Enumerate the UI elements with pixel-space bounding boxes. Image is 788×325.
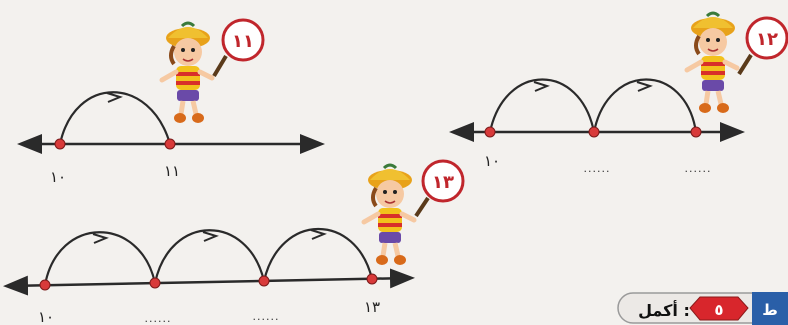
exercise-header: أكمل : ٥ ط: [618, 292, 788, 325]
blank-answer: ......: [685, 162, 712, 175]
sign-number: ١١: [232, 31, 254, 52]
number-point: [691, 127, 701, 137]
number-point: [259, 276, 269, 286]
start-label: ١٠: [38, 308, 54, 325]
arc-arrowhead: [203, 232, 216, 241]
child-illustration: [364, 165, 414, 265]
number-line-2: ١٠ ...... ...... ١٢: [454, 13, 787, 175]
number-point: [55, 139, 65, 149]
exercise-number: ٥: [714, 301, 723, 319]
arc-arrowhead: [107, 93, 120, 102]
arc-arrowhead: [311, 230, 324, 239]
arc-arrowhead: [93, 234, 106, 243]
number-point: [165, 139, 175, 149]
arc-arrowhead: [637, 82, 650, 91]
blank-answer: ......: [253, 310, 280, 323]
start-label: ١٠: [50, 168, 66, 186]
section-tag: ط: [762, 301, 778, 319]
end-label: ١٣: [364, 298, 380, 316]
child-illustration: [162, 23, 212, 123]
arc-arrowhead: [534, 82, 547, 91]
number-sign: ١١: [214, 20, 263, 76]
end-label: ١١: [164, 162, 180, 180]
number-point: [589, 127, 599, 137]
sign-number: ١٢: [756, 29, 778, 50]
number-point: [150, 278, 160, 288]
number-sign: ١٣: [416, 161, 463, 216]
number-point: [485, 127, 495, 137]
number-line-3: ١٠ ...... ...... ١٣ ١٣: [8, 161, 463, 325]
instruction-label: أكمل :: [638, 300, 690, 320]
number-sign: ١٢: [739, 18, 787, 74]
child-illustration: [687, 13, 737, 113]
blank-answer: ......: [584, 162, 611, 175]
blank-answer: ......: [145, 312, 172, 325]
number-line-axis: [8, 278, 410, 286]
sign-number: ١٣: [432, 172, 454, 193]
number-point: [367, 274, 377, 284]
number-line-1: ١٠ ١١ ١١: [22, 20, 320, 186]
start-label: ١٠: [484, 152, 500, 170]
number-point: [40, 280, 50, 290]
